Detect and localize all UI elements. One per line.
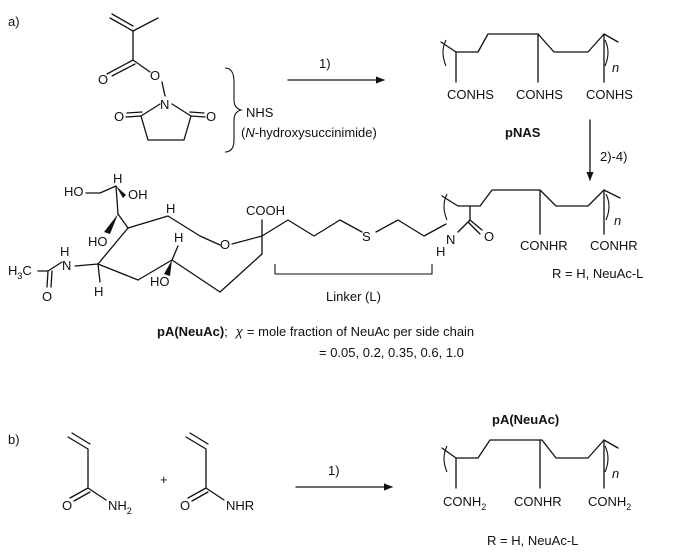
substituted-acrylamide: O NHR bbox=[180, 432, 254, 513]
acetyl-n: N bbox=[62, 258, 71, 273]
linker-label: Linker (L) bbox=[326, 289, 381, 304]
chi-values: = 0.05, 0.2, 0.35, 0.6, 1.0 bbox=[319, 345, 464, 360]
step2-label: 2)-4) bbox=[600, 149, 627, 164]
sugar-oh-top: OH bbox=[128, 187, 148, 202]
linker: S H N Linker (L) bbox=[261, 219, 471, 304]
pnas-group-1: CONHS bbox=[447, 87, 494, 102]
sugar-ho-mid: HO bbox=[88, 234, 108, 249]
product-polymer: n O CONHR CONHR R = H, NeuAc-L bbox=[441, 189, 643, 281]
acetamide: H3C O H N bbox=[8, 244, 71, 304]
step-b-label: 1) bbox=[328, 463, 340, 478]
acetyl-nh-h: H bbox=[60, 244, 69, 259]
sugar-h-top: H bbox=[113, 171, 122, 186]
sugar-ho-lower: HO bbox=[150, 274, 170, 289]
nhs-carbonyl-o-left: O bbox=[114, 109, 124, 124]
panel-b: b) O NH2 + O NHR 1) pA(NeuAc) bbox=[8, 412, 631, 548]
sugar-ring-o: O bbox=[220, 237, 230, 252]
panel-a-label: a) bbox=[8, 14, 20, 29]
product-n: n bbox=[614, 213, 621, 228]
nhs-full-name: (N-hydroxysuccinimide) bbox=[241, 125, 377, 140]
product-caption: pA(NeuAc);χ= mole fraction of NeuAc per … bbox=[157, 324, 474, 339]
cooh: COOH bbox=[246, 203, 285, 218]
nhs-n: N bbox=[160, 97, 169, 112]
h3c-label: H3C bbox=[8, 263, 32, 281]
sugar-h-lower: H bbox=[174, 230, 183, 245]
product-b-group-1: CONH2 bbox=[443, 494, 486, 512]
acetyl-o: O bbox=[42, 289, 52, 304]
acrylamide-o: O bbox=[62, 498, 72, 513]
substituted-o: O bbox=[180, 498, 190, 513]
product-b-group-2: CONHR bbox=[514, 494, 562, 509]
neuac-sugar: HO H OH HO H O H HO H COOH bbox=[64, 171, 285, 299]
pnas-group-2: CONHS bbox=[516, 87, 563, 102]
ester-o: O bbox=[150, 68, 160, 83]
product-polymer-b: pA(NeuAc) n CONH2 CONHR CONH2 R = H, Neu… bbox=[441, 412, 631, 548]
sugar-h-bottom: H bbox=[94, 284, 103, 299]
nhs-annotation: NHS (N-hydroxysuccinimide) bbox=[224, 67, 377, 153]
ester-carbonyl-o: O bbox=[98, 72, 108, 87]
pnas-group-3: CONHS bbox=[586, 87, 633, 102]
acrylamide: O NH2 bbox=[62, 432, 132, 516]
linker-n: N bbox=[446, 232, 455, 247]
sugar-h-ring: H bbox=[166, 201, 175, 216]
r-definition-a: R = H, NeuAc-L bbox=[552, 266, 643, 281]
pnas-polymer: n CONHS CONHS CONHS pNAS bbox=[440, 33, 633, 140]
nhs-label: NHS bbox=[246, 105, 274, 120]
panel-b-label: b) bbox=[8, 432, 20, 447]
product-group-2: CONHR bbox=[590, 238, 638, 253]
nhs-carbonyl-o-right: O bbox=[206, 109, 216, 124]
sugar-ho-top-left: HO bbox=[64, 184, 84, 199]
product-b-n: n bbox=[612, 466, 619, 481]
panel-a: a) O O N O O NHS (N-hydroxysuccinimide) bbox=[8, 13, 643, 360]
linker-s: S bbox=[362, 229, 371, 244]
pnas-name: pNAS bbox=[505, 125, 541, 140]
plus-sign: + bbox=[160, 472, 168, 487]
r-definition-b: R = H, NeuAc-L bbox=[487, 533, 578, 548]
product-b-group-3: CONH2 bbox=[588, 494, 631, 512]
step1-label: 1) bbox=[319, 56, 331, 71]
product-b-name: pA(NeuAc) bbox=[492, 412, 559, 427]
linker-h: H bbox=[436, 244, 445, 259]
acrylamide-nh2: NH2 bbox=[108, 498, 132, 516]
nas-monomer: O O N O O bbox=[98, 13, 216, 141]
pnas-n: n bbox=[612, 60, 619, 75]
product-group-1: CONHR bbox=[520, 238, 568, 253]
substituted-nhr: NHR bbox=[226, 498, 254, 513]
amide-o: O bbox=[484, 229, 494, 244]
